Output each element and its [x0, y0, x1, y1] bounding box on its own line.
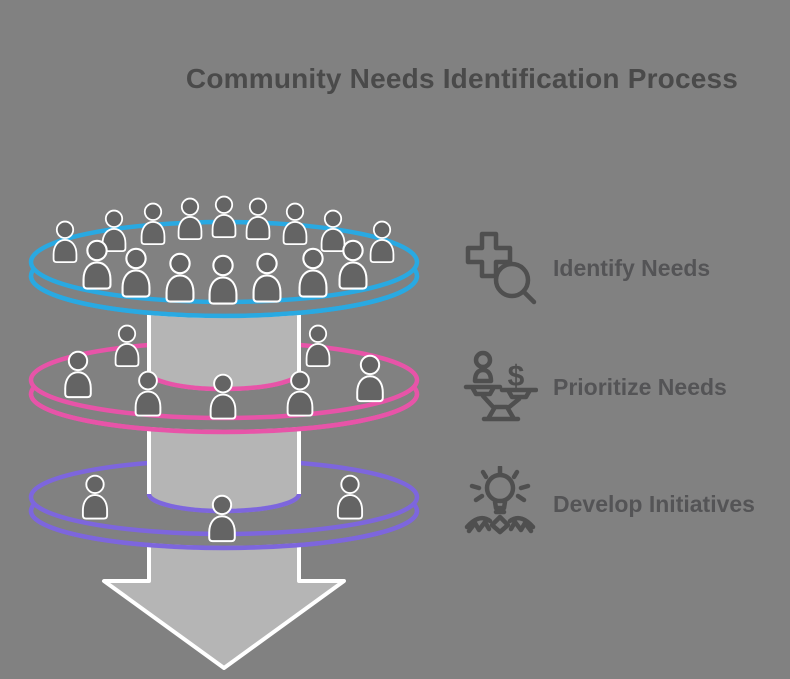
- stage-1-front-arc: [28, 275, 420, 319]
- person-icon: [211, 257, 236, 303]
- person-icon: [134, 370, 162, 417]
- person-icon: [305, 324, 331, 368]
- person-icon: [211, 195, 237, 239]
- person-icon: [64, 350, 92, 399]
- person-icon: [320, 209, 346, 253]
- step-develop-initiatives: Develop Initiatives: [462, 466, 755, 542]
- person-icon: [336, 474, 364, 520]
- person-icon: [208, 494, 236, 543]
- person-icon: [341, 242, 366, 288]
- lightbulb-hands-icon: [462, 466, 538, 542]
- person-icon: [114, 324, 140, 368]
- step-label: Develop Initiatives: [553, 490, 755, 517]
- person-icon: [369, 220, 395, 264]
- step-identify-needs: Identify Needs: [462, 230, 710, 306]
- step-prioritize-needs: $ Prioritize Needs: [462, 349, 727, 425]
- person-icon: [286, 370, 314, 417]
- person-icon: [245, 197, 271, 241]
- search-plus-icon: [462, 230, 538, 306]
- person-icon: [255, 255, 280, 301]
- person-icon: [85, 242, 110, 288]
- step-label: Identify Needs: [553, 254, 711, 281]
- person-icon: [101, 209, 127, 253]
- person-icon: [140, 202, 166, 246]
- person-icon: [301, 250, 326, 296]
- stage-2-front-arc: [28, 393, 420, 435]
- person-icon: [168, 255, 193, 301]
- balance-scale-icon: $: [462, 349, 538, 425]
- dollar-sign: $: [508, 360, 525, 393]
- stage-3-front-arc: [28, 510, 420, 551]
- person-icon: [282, 202, 308, 246]
- person-icon: [209, 373, 237, 420]
- step-label: Prioritize Needs: [553, 373, 727, 400]
- page-title: Community Needs Identification Process: [185, 63, 739, 94]
- person-icon: [177, 197, 203, 241]
- person-icon: [81, 474, 109, 520]
- person-icon: [124, 250, 149, 296]
- arrow-head: [102, 543, 346, 670]
- person-icon: [52, 220, 78, 264]
- person-icon: [356, 354, 384, 403]
